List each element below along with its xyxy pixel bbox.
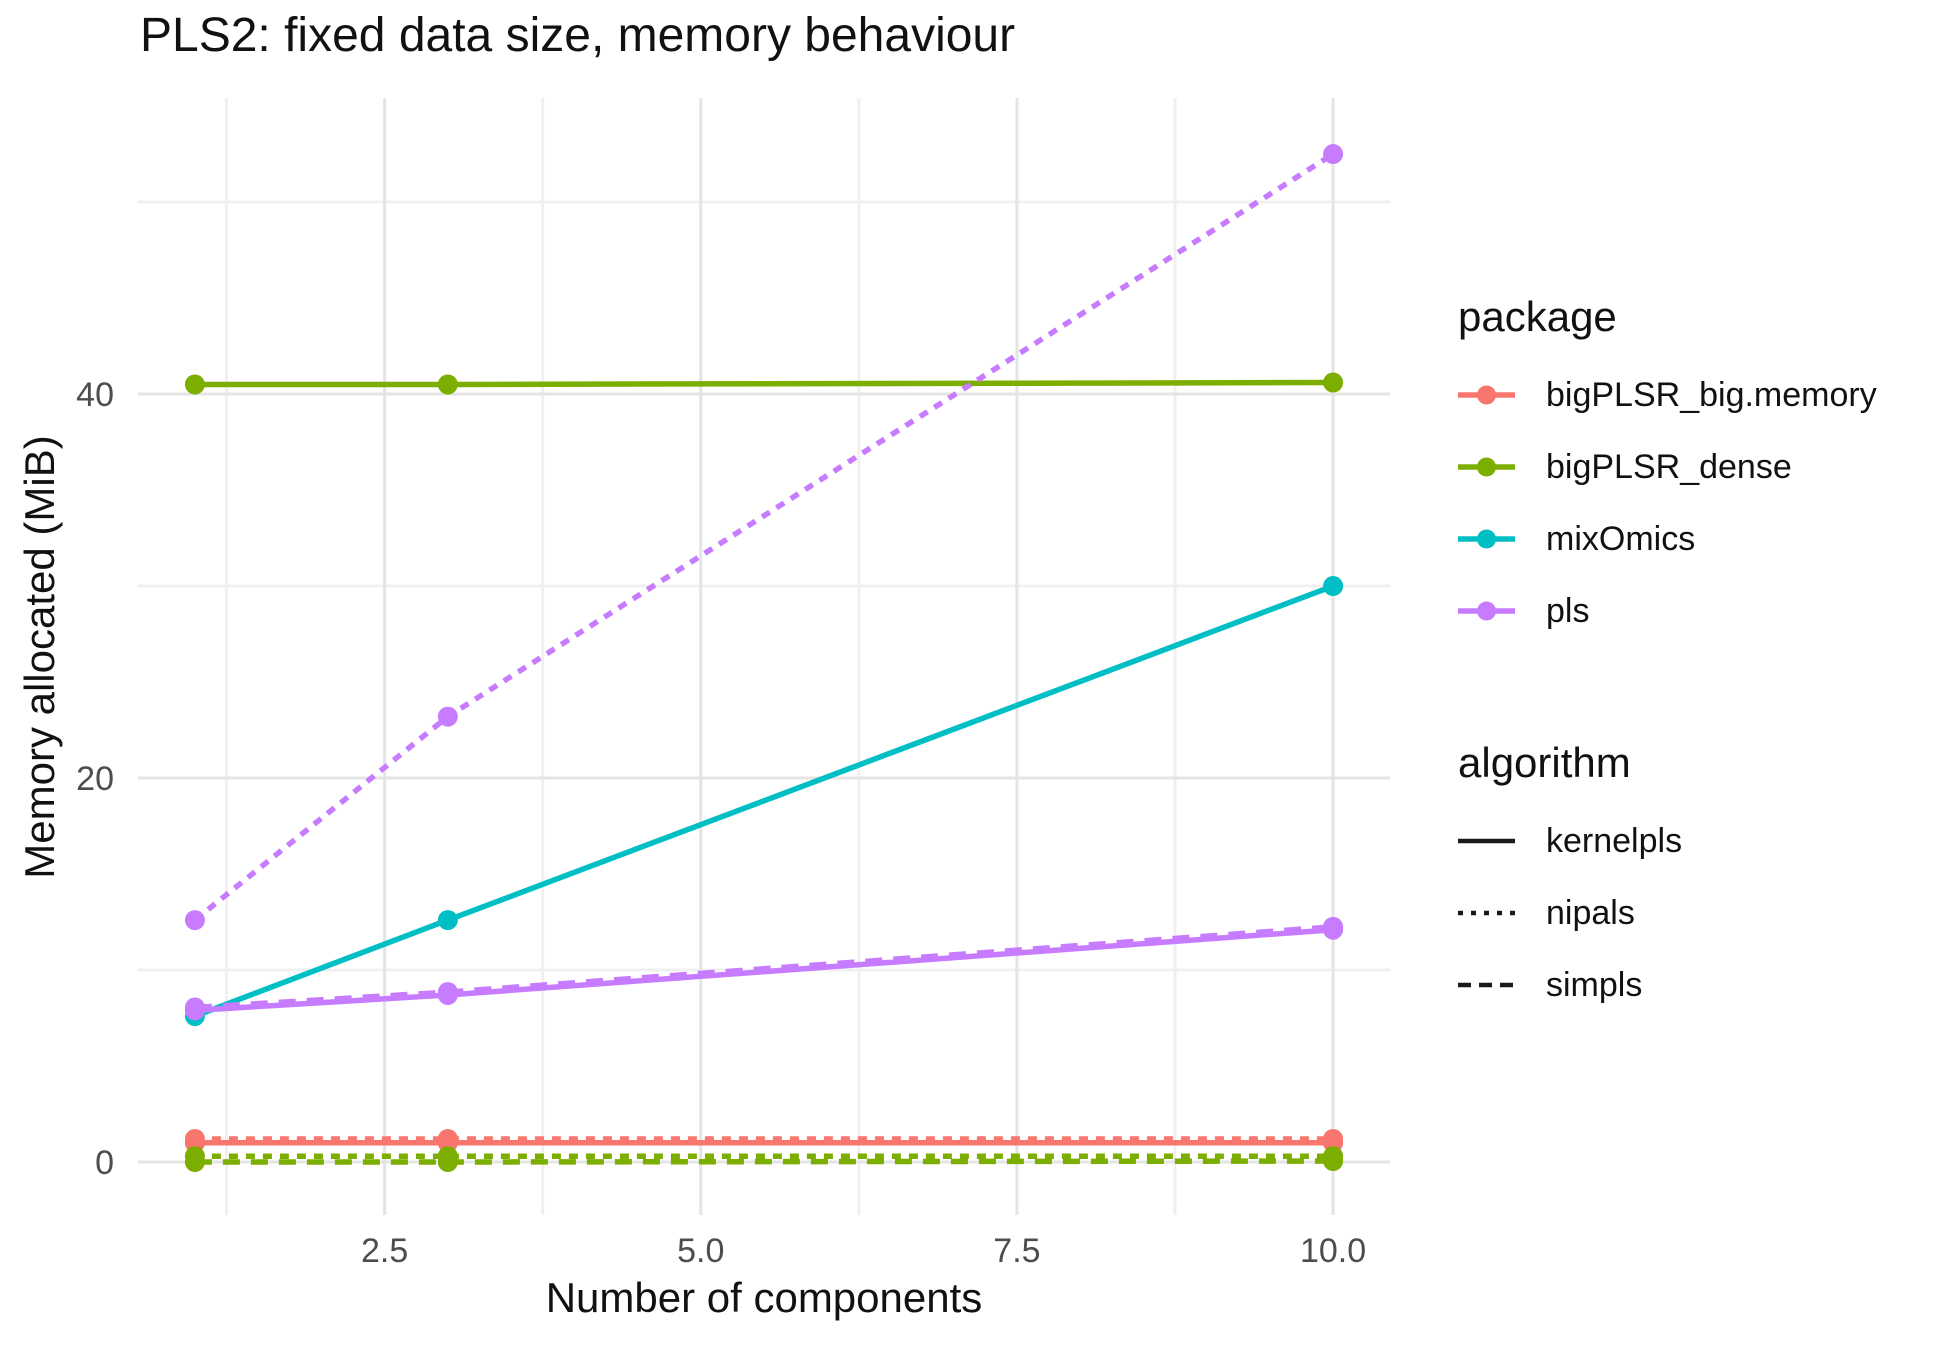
data-point-bigPLSR_dense-kernelpls [437,374,458,395]
legend-item-simpls: simpls [1458,949,1877,1021]
legend-item-label: mixOmics [1546,519,1696,558]
x-axis-title: Number of components [545,1274,983,1321]
data-point-pls-nipals [184,910,205,931]
legend-item-bigplsr-dense: bigPLSR_dense [1458,431,1877,503]
series-line-pls-nipals [193,151,1335,923]
legend-item-label: pls [1546,591,1590,630]
data-point-mixOmics-kernelpls [1323,576,1344,597]
legend-item-nipals: nipals [1458,877,1877,949]
series-line-bigPLSR_dense-kernelpls [194,379,1334,388]
x-tick-label: 7.5 [993,1232,1040,1270]
legend-item-label: nipals [1546,893,1635,932]
legend-group-algorithm: algorithm kernelpls nipals simpls [1458,738,1877,1021]
linetype-key-icon [1458,838,1515,844]
legend: package bigPLSR_big.memory bigPLSR_dense… [1458,292,1877,1021]
linetype-key-icon [1458,910,1515,916]
color-key-icon [1458,529,1515,549]
data-point-mixOmics-kernelpls [437,910,458,931]
x-tick-label: 10.0 [1300,1232,1366,1270]
data-point-bigPLSR_dense-simpls [437,1152,458,1173]
legend-title-algorithm: algorithm [1458,739,1631,786]
data-point-bigPLSR_big.memory-nipals [184,1128,205,1149]
legend-item-label: bigPLSR_big.memory [1546,375,1877,414]
data-point-bigPLSR_big.memory-nipals [1323,1128,1344,1149]
series-line-mixOmics-kernelpls [193,583,1335,1019]
legend-item-pls: pls [1458,575,1877,647]
data-point-bigPLSR_dense-kernelpls [1323,372,1344,393]
data-point-pls-nipals [437,706,458,727]
legend-group-package: package bigPLSR_big.memory bigPLSR_dense… [1458,292,1877,647]
legend-title-package: package [1458,293,1617,340]
x-tick-label: 2.5 [361,1232,408,1270]
y-axis-title: Memory allocated (MiB) [16,435,63,879]
series-line-pls-simpls [194,924,1334,1011]
x-tick-label: 5.0 [677,1232,724,1270]
data-point-bigPLSR_dense-simpls [184,1152,205,1173]
data-point-bigPLSR_big.memory-nipals [437,1128,458,1149]
series-line-bigPLSR_dense-simpls [194,1158,1334,1165]
chart-title: PLS2: fixed data size, memory behaviour [140,9,1016,62]
data-point-pls-simpls [437,982,458,1003]
color-key-icon [1458,601,1515,621]
legend-item-kernelpls: kernelpls [1458,805,1877,877]
data-point-pls-nipals [1323,144,1344,165]
linetype-key-icon [1458,982,1515,988]
color-key-icon [1458,385,1515,405]
y-tick-label: 0 [95,1144,114,1182]
data-point-bigPLSR_dense-kernelpls [184,374,205,395]
legend-item-bigplsr-big-memory: bigPLSR_big.memory [1458,359,1877,431]
y-tick-label: 20 [76,760,114,798]
color-key-icon [1458,457,1515,477]
legend-item-label: kernelpls [1546,821,1683,860]
y-tick-label: 40 [76,376,114,414]
legend-item-label: simpls [1546,965,1643,1004]
data-point-pls-simpls [1323,916,1344,937]
data-point-bigPLSR_dense-simpls [1323,1151,1344,1172]
legend-item-mixomics: mixOmics [1458,503,1877,575]
data-point-pls-simpls [184,997,205,1018]
legend-item-label: bigPLSR_dense [1546,447,1792,486]
